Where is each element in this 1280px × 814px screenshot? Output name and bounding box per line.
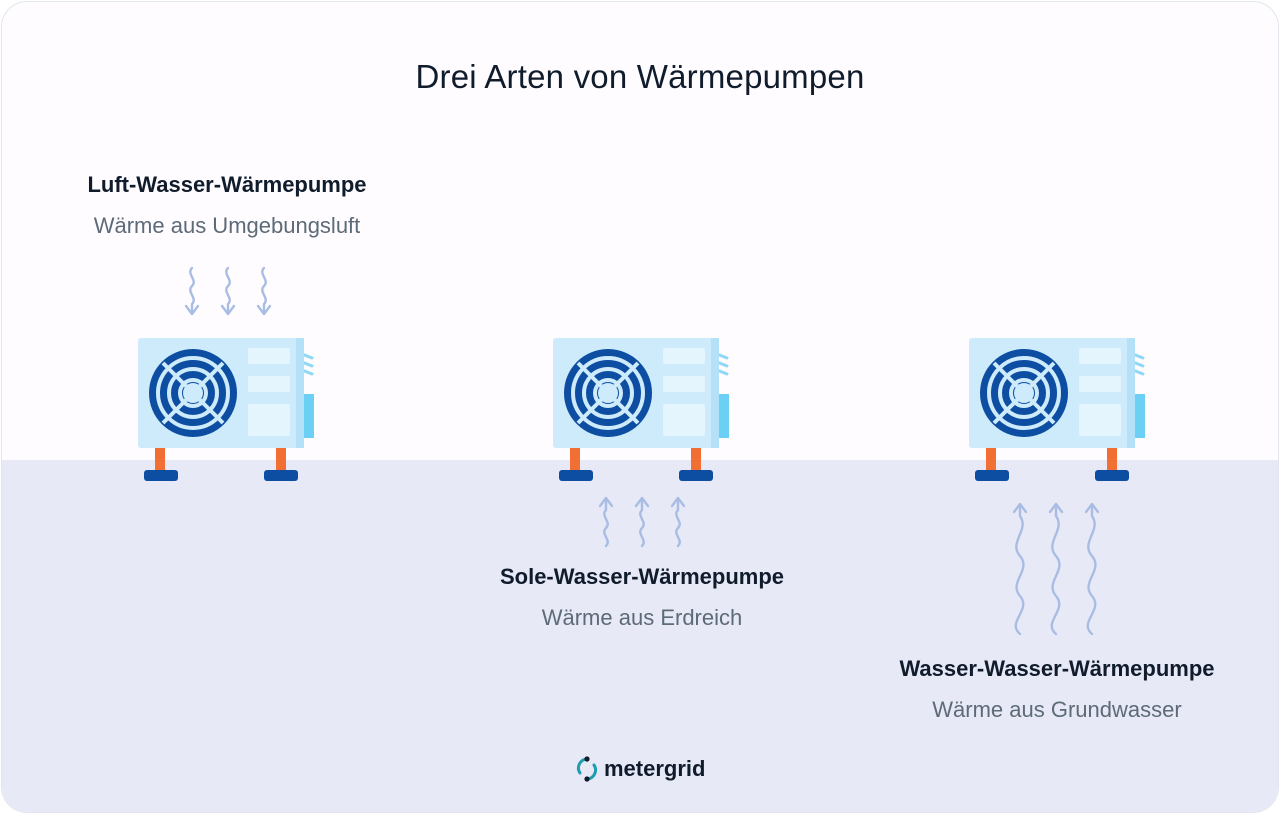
metergrid-logo-icon xyxy=(576,756,598,782)
groundwater-heat-arrows-icon xyxy=(1012,502,1100,636)
ground-area xyxy=(2,460,1278,812)
heat-pump-unit-icon xyxy=(138,338,314,481)
ground-heat-arrows-icon xyxy=(598,496,686,548)
pump-label-groundwater: Wasser-Wasser-Wärmepumpe Wärme aus Grund… xyxy=(847,656,1267,723)
pump-label-ground: Sole-Wasser-Wärmepumpe Wärme aus Erdreic… xyxy=(432,564,852,631)
pump-description: Wärme aus Erdreich xyxy=(541,605,743,630)
metergrid-logo: metergrid xyxy=(576,754,705,784)
heat-pump-unit-icon xyxy=(553,338,729,481)
pump-description: Wärme aus Umgebungsluft xyxy=(93,213,361,238)
pump-name: Luft-Wasser-Wärmepumpe xyxy=(87,172,367,197)
heat-pump-unit-icon xyxy=(969,338,1145,481)
page-title: Drei Arten von Wärmepumpen xyxy=(415,58,865,95)
pump-label-air: Luft-Wasser-Wärmepumpe Wärme aus Umgebun… xyxy=(17,172,437,239)
air-heat-arrows-icon xyxy=(184,266,272,316)
pump-description: Wärme aus Grundwasser xyxy=(932,697,1182,722)
pump-name: Sole-Wasser-Wärmepumpe xyxy=(499,564,785,589)
pump-name: Wasser-Wasser-Wärmepumpe xyxy=(899,656,1215,681)
logo-text: metergrid xyxy=(604,756,706,781)
